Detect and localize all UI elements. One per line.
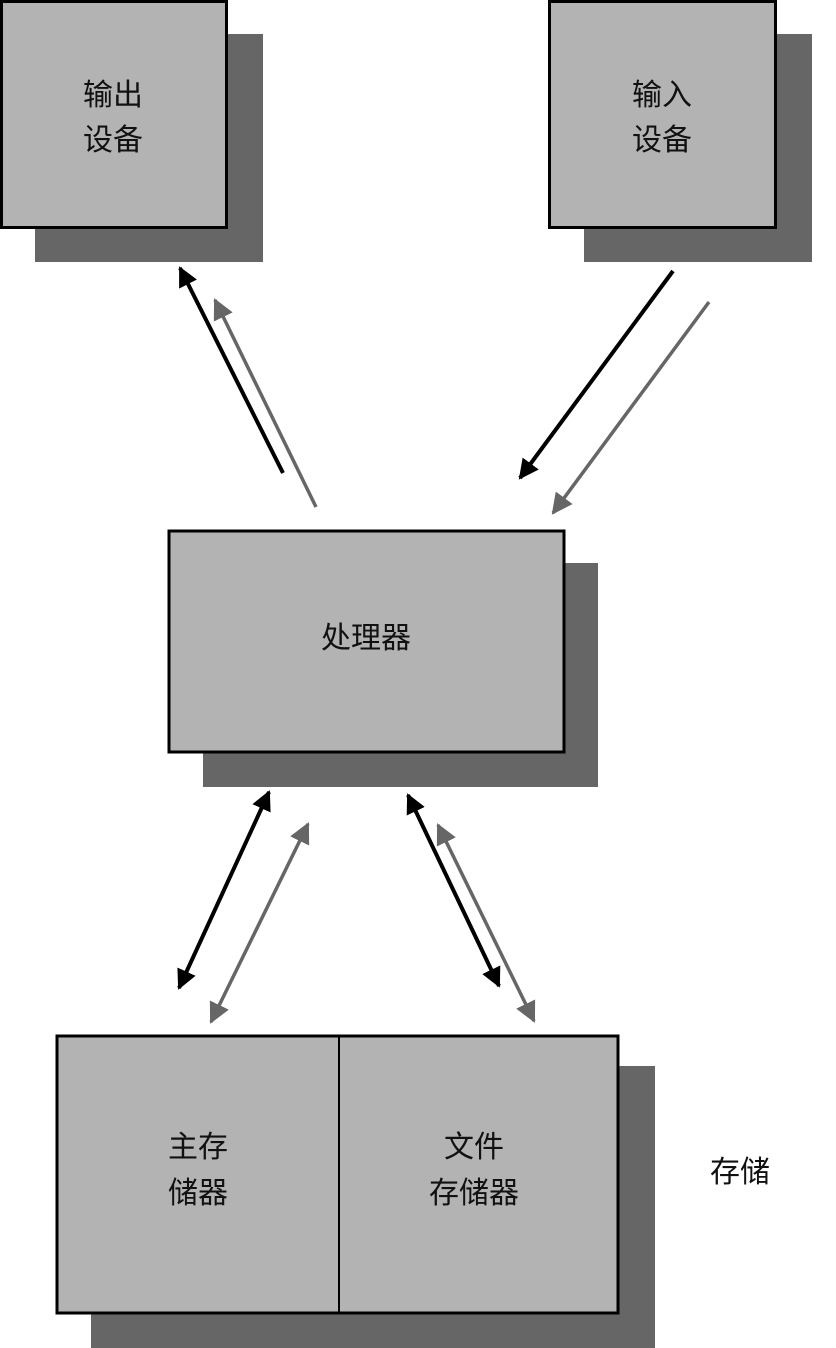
processor-main-memory-arrow-gray — [209, 822, 310, 1024]
output-device-label-2: 设备 — [83, 123, 143, 158]
input-device-node: 输入 设备 — [548, 0, 812, 262]
processor-main-memory-arrow-black — [177, 790, 271, 990]
input-device-label-2: 设备 — [632, 123, 692, 158]
output-device-label-1: 输出 — [83, 78, 143, 113]
storage-box — [55, 1034, 620, 1315]
main-memory-label-2: 储器 — [168, 1176, 228, 1211]
processor-file-storage-arrow-gray — [436, 823, 536, 1023]
main-memory-label-1: 主存 — [168, 1130, 228, 1165]
storage-group-label: 存储 — [710, 1155, 770, 1190]
output-device-node: 输出 设备 — [0, 0, 263, 262]
file-storage-label-2: 存储器 — [429, 1176, 519, 1211]
processor-to-output-arrow-black — [178, 266, 285, 474]
output-device-box — [0, 0, 228, 229]
input-to-processor-arrow-black — [518, 269, 675, 480]
processor-to-output-arrow-gray — [213, 298, 318, 508]
processor-label: 处理器 — [321, 621, 411, 656]
input-to-processor-arrow-gray — [551, 300, 711, 515]
storage-node: 主存 储器 文件 存储器 存储 — [55, 1034, 770, 1348]
processor-node: 处理器 — [167, 529, 598, 787]
processor-file-storage-arrow-black — [406, 793, 501, 988]
input-device-label-1: 输入 — [632, 78, 692, 113]
file-storage-label-1: 文件 — [444, 1130, 504, 1165]
processor-box — [167, 529, 566, 754]
input-device-box — [548, 0, 777, 229]
